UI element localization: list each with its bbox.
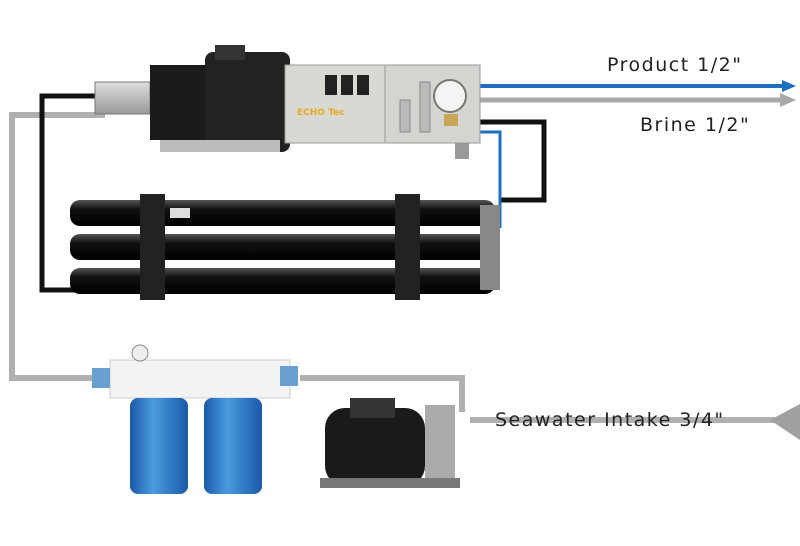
product-arrow-icon <box>782 80 796 92</box>
prefilter-assembly <box>92 344 298 494</box>
control-panel <box>284 64 481 159</box>
boost-pump <box>320 398 460 488</box>
intake-strainer-icon <box>770 404 800 440</box>
hp-hose-right <box>480 119 547 203</box>
brine-arrow-icon <box>780 93 796 107</box>
membrane-vessels <box>70 194 500 300</box>
panel-brand-text: ECHO Tec <box>297 108 345 118</box>
seawater-intake-label: Seawater Intake 3/4" <box>495 409 725 431</box>
brine-label: Brine 1/2" <box>640 114 751 136</box>
pressure-gauge-icon <box>433 79 467 113</box>
permeate-tube <box>480 130 502 228</box>
hp-hose-left <box>39 93 100 293</box>
feed-line <box>9 112 465 412</box>
product-label: Product 1/2" <box>607 54 743 76</box>
high-pressure-pump <box>94 45 290 152</box>
